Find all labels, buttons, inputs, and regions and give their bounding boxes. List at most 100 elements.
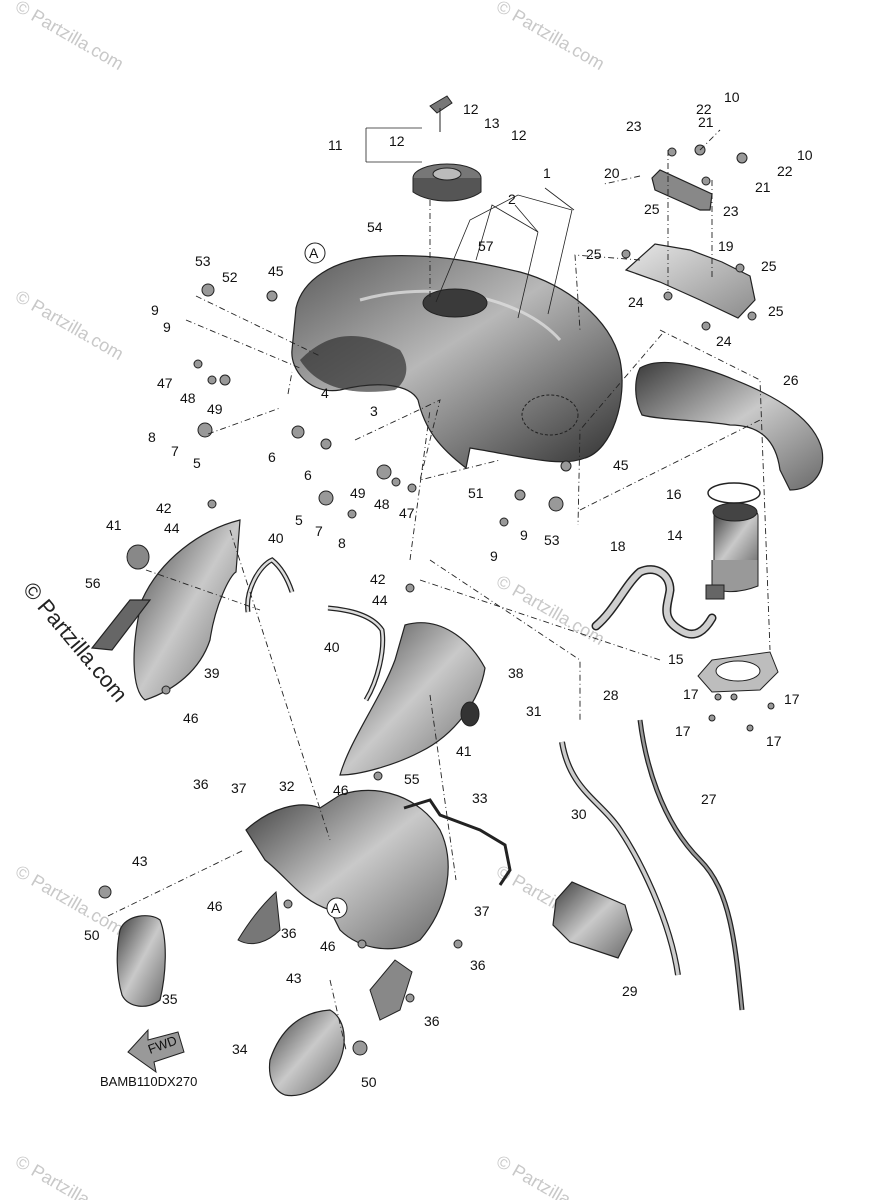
callout-31: 31 bbox=[526, 703, 542, 719]
callout-40: 40 bbox=[268, 530, 284, 546]
watermark-text: © Partzilla.com bbox=[12, 1151, 127, 1200]
callout-36: 36 bbox=[193, 776, 209, 792]
ref-marker-label: A bbox=[331, 900, 341, 916]
side-panel-26[interactable] bbox=[635, 361, 824, 491]
callout-25: 25 bbox=[644, 201, 660, 217]
callout-15: 15 bbox=[668, 651, 684, 667]
fuel-tank[interactable] bbox=[291, 255, 623, 470]
callout-42: 42 bbox=[156, 500, 172, 516]
callout-39: 39 bbox=[204, 665, 220, 681]
callout-34: 34 bbox=[232, 1041, 248, 1057]
callout-45: 45 bbox=[613, 457, 629, 473]
watermark-text: © Partzilla.com bbox=[12, 861, 127, 939]
callout-53: 53 bbox=[544, 532, 560, 548]
diagram-code: BAMB110DX270 bbox=[100, 1074, 197, 1089]
callout-10: 10 bbox=[724, 89, 740, 105]
callout-40: 40 bbox=[324, 639, 340, 655]
callout-28: 28 bbox=[603, 687, 619, 703]
watermark-text: © Partzilla.com bbox=[493, 0, 608, 74]
fwd-arrow: FWD bbox=[127, 1028, 185, 1074]
callout-21: 21 bbox=[698, 114, 714, 130]
callout-44: 44 bbox=[372, 592, 388, 608]
callout-13: 13 bbox=[484, 115, 500, 131]
callout-25: 25 bbox=[761, 258, 777, 274]
callout-47: 47 bbox=[399, 505, 415, 521]
callout-41: 41 bbox=[106, 517, 122, 533]
callout-25: 25 bbox=[586, 246, 602, 262]
callout-2: 2 bbox=[508, 191, 516, 207]
callout-17: 17 bbox=[784, 691, 800, 707]
hose-40b[interactable] bbox=[327, 605, 386, 702]
watermark-text: © Partzilla.com bbox=[493, 1151, 608, 1200]
cover-29[interactable] bbox=[552, 881, 633, 959]
ref-marker-label: A bbox=[309, 245, 319, 261]
callout-21: 21 bbox=[755, 179, 771, 195]
bracket-33[interactable] bbox=[403, 798, 512, 886]
callout-53: 53 bbox=[195, 253, 211, 269]
callout-22: 22 bbox=[696, 101, 712, 117]
callout-7: 7 bbox=[315, 523, 323, 539]
callout-24: 24 bbox=[716, 333, 732, 349]
callout-1: 1 bbox=[543, 165, 551, 181]
hose-40a[interactable] bbox=[245, 557, 295, 613]
callout-32: 32 bbox=[279, 778, 295, 794]
callout-5: 5 bbox=[193, 455, 201, 471]
callout-52: 52 bbox=[222, 269, 238, 285]
callout-50: 50 bbox=[84, 927, 100, 943]
callout-36: 36 bbox=[470, 957, 486, 973]
hose-18[interactable] bbox=[591, 565, 717, 639]
grommet-41b[interactable] bbox=[460, 701, 480, 727]
plate-15[interactable] bbox=[697, 651, 779, 693]
callout-16: 16 bbox=[666, 486, 682, 502]
callout-9: 9 bbox=[490, 548, 498, 564]
callout-17: 17 bbox=[675, 723, 691, 739]
fuel-cap[interactable] bbox=[412, 95, 482, 202]
callout-55: 55 bbox=[404, 771, 420, 787]
callout-43: 43 bbox=[132, 853, 148, 869]
grommet-41a[interactable] bbox=[126, 544, 150, 570]
callout-30: 30 bbox=[571, 806, 587, 822]
callout-9: 9 bbox=[151, 302, 159, 318]
callout-42: 42 bbox=[370, 571, 386, 587]
callout-8: 8 bbox=[338, 535, 346, 551]
fasteners bbox=[98, 144, 775, 1056]
ref-marker-a-bottom: A bbox=[326, 897, 348, 919]
callout-12: 12 bbox=[511, 127, 527, 143]
leader-lines bbox=[107, 127, 771, 1051]
callout-7: 7 bbox=[171, 443, 179, 459]
panel-56[interactable] bbox=[90, 599, 152, 651]
callout-37: 37 bbox=[231, 780, 247, 796]
callout-54: 54 bbox=[367, 219, 383, 235]
callout-45: 45 bbox=[268, 263, 284, 279]
lower-cover-32[interactable] bbox=[237, 789, 449, 950]
rear-bracket-19[interactable] bbox=[624, 243, 756, 319]
callout-27: 27 bbox=[701, 791, 717, 807]
watermark-text: © Partzilla.com bbox=[12, 286, 127, 364]
cover-35[interactable] bbox=[116, 915, 166, 1007]
callout-9: 9 bbox=[163, 319, 171, 335]
cover-34[interactable] bbox=[268, 959, 413, 1097]
callout-25: 25 bbox=[768, 303, 784, 319]
callout-36: 36 bbox=[424, 1013, 440, 1029]
callout-22: 22 bbox=[777, 163, 793, 179]
callout-20: 20 bbox=[604, 165, 620, 181]
callout-11: 11 bbox=[328, 137, 343, 153]
hose-30[interactable] bbox=[559, 741, 681, 976]
callout-17: 17 bbox=[766, 733, 782, 749]
callout-23: 23 bbox=[626, 118, 642, 134]
right-cover-38[interactable] bbox=[339, 622, 486, 776]
bracket-20[interactable] bbox=[651, 169, 713, 211]
hose-27[interactable] bbox=[637, 719, 745, 1011]
callout-49: 49 bbox=[207, 401, 223, 417]
callout-46: 46 bbox=[207, 898, 223, 914]
fuel-pump-14[interactable] bbox=[705, 502, 759, 600]
callout-26: 26 bbox=[783, 372, 799, 388]
callout-37: 37 bbox=[474, 903, 490, 919]
gasket-16[interactable] bbox=[707, 482, 761, 504]
callout-9: 9 bbox=[520, 527, 528, 543]
left-cover-39[interactable] bbox=[133, 519, 241, 701]
callout-41: 41 bbox=[456, 743, 472, 759]
callout-24: 24 bbox=[628, 294, 644, 310]
callout-51: 51 bbox=[468, 485, 484, 501]
